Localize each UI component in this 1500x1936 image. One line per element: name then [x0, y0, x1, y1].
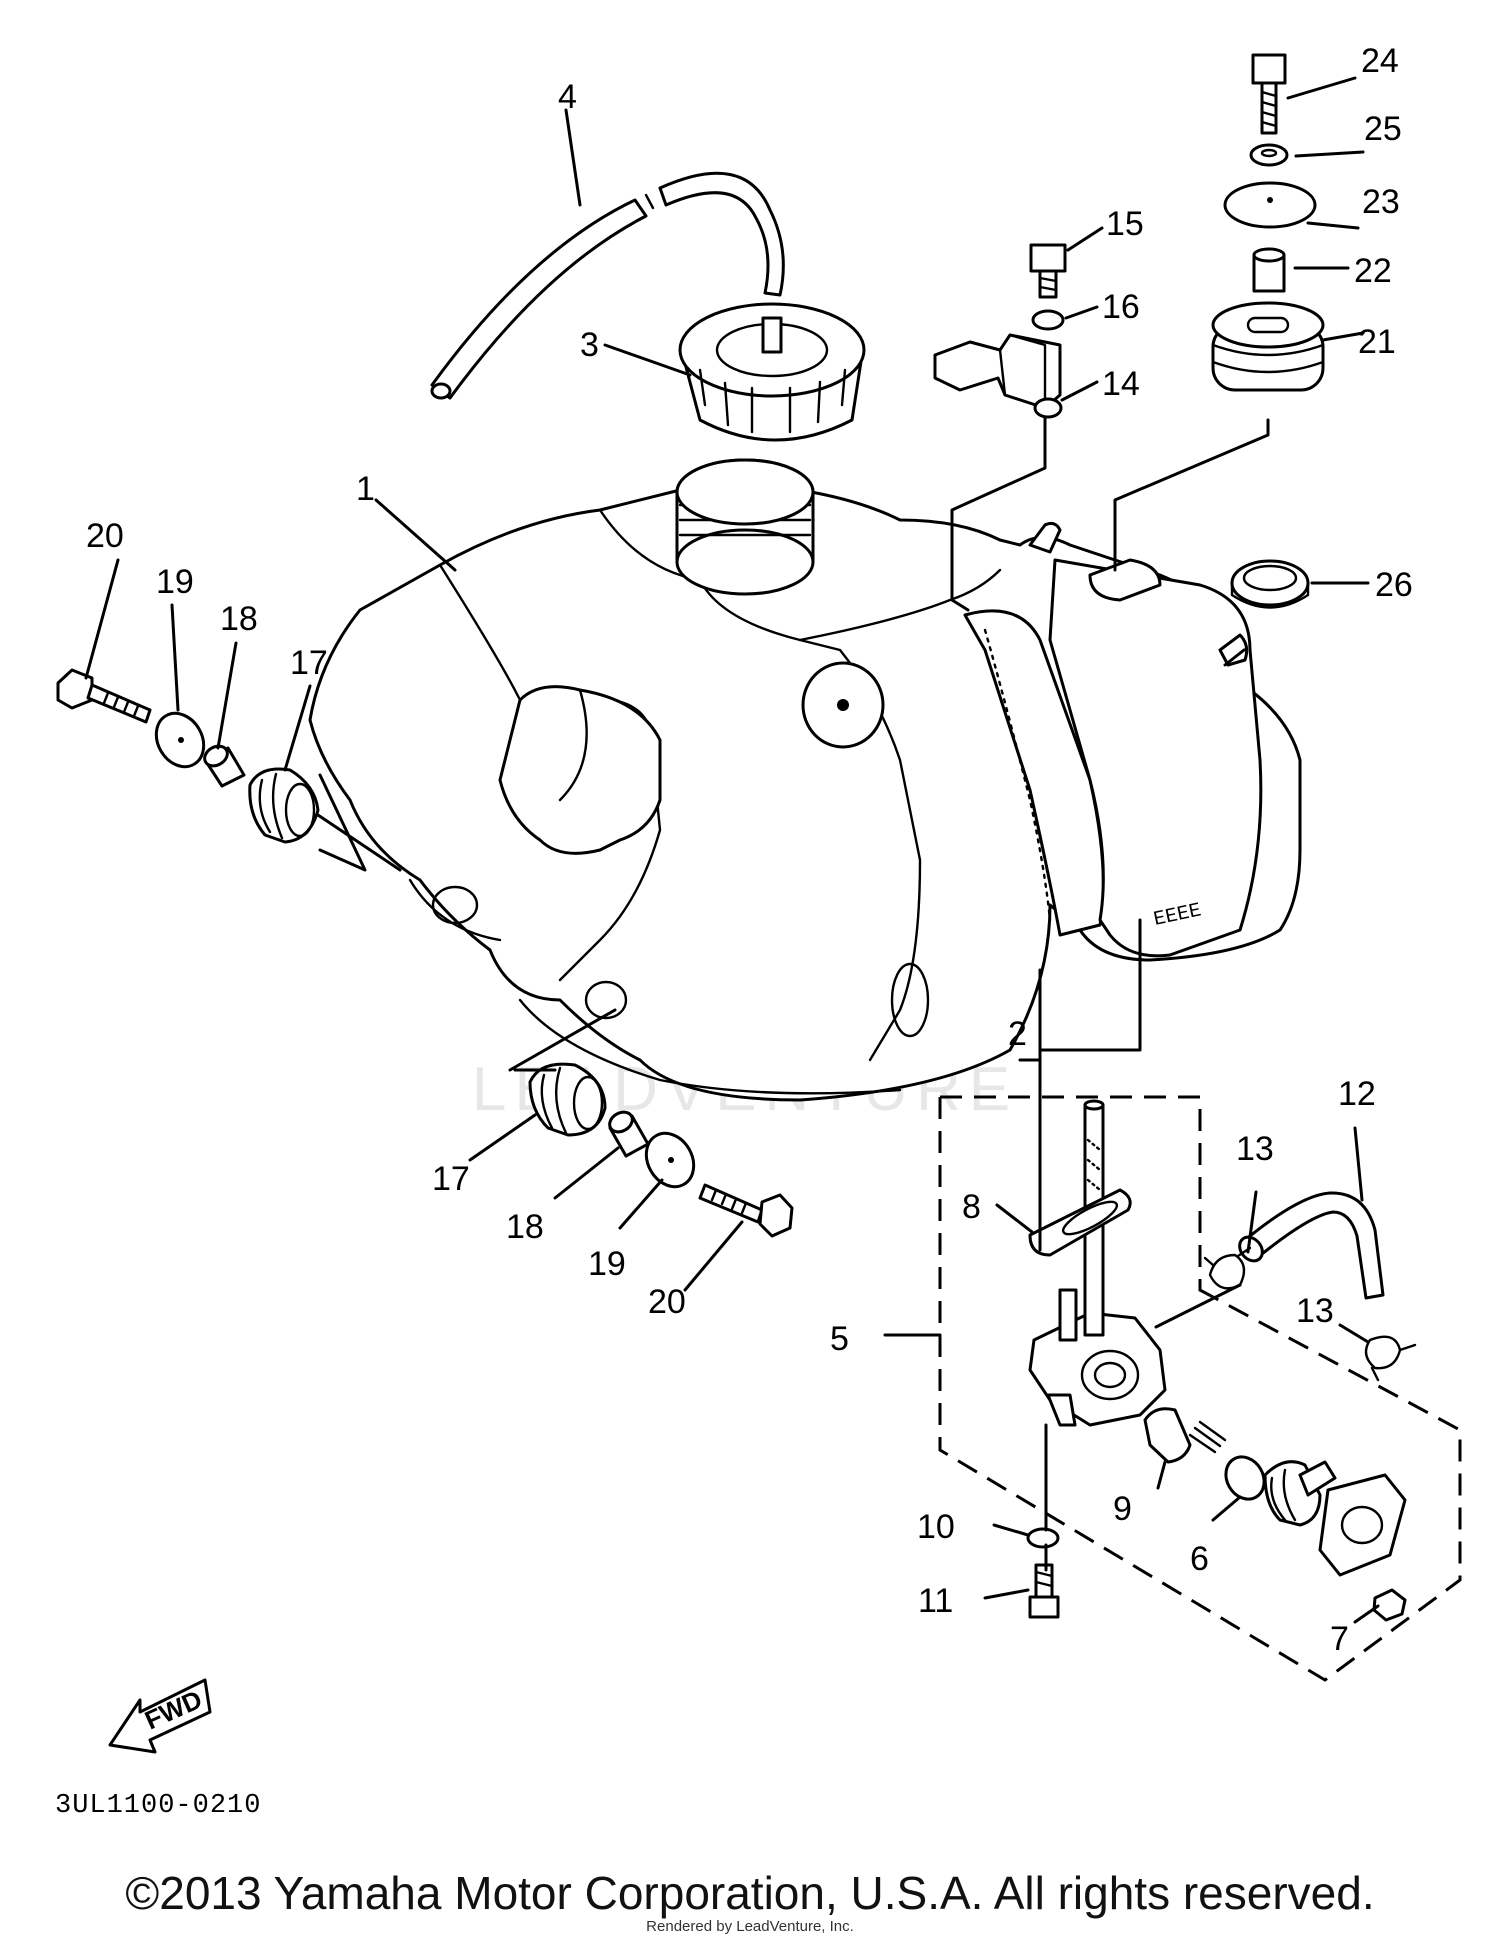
damper-17-lower — [528, 1062, 607, 1137]
washer-16 — [1031, 309, 1065, 331]
lever-body-9 — [1143, 1407, 1227, 1464]
callout-20-upper: 20 — [86, 517, 124, 555]
callout-1: 1 — [356, 470, 375, 508]
callout-16: 16 — [1102, 288, 1140, 326]
mount-bolt-24 — [1251, 53, 1287, 135]
callout-19-upper: 19 — [156, 563, 194, 601]
collar-22 — [1252, 247, 1286, 293]
bracket-14 — [933, 333, 1063, 419]
fuel-tank-cap — [678, 302, 866, 442]
callout-18-upper: 18 — [220, 600, 258, 638]
callout-9: 9 — [1113, 1490, 1132, 1528]
callout-2: 2 — [1008, 1015, 1027, 1053]
washer-10 — [1026, 1527, 1060, 1549]
o-ring-6 — [1224, 1455, 1266, 1501]
callout-20-lower: 20 — [648, 1283, 686, 1321]
callout-7: 7 — [1330, 1620, 1349, 1658]
callout-19-lower: 19 — [588, 1245, 626, 1283]
callout-13-upper: 13 — [1236, 1130, 1274, 1168]
fuel-tank: EEEE — [308, 458, 1302, 1102]
callout-5: 5 — [830, 1320, 849, 1358]
callout-10: 10 — [917, 1508, 955, 1546]
callout-22: 22 — [1354, 252, 1392, 290]
damper-21 — [1211, 301, 1325, 392]
callout-21: 21 — [1358, 323, 1396, 361]
callout-3: 3 — [580, 326, 599, 364]
callout-8: 8 — [962, 1188, 981, 1226]
callout-14: 14 — [1102, 365, 1140, 403]
callout-17-lower: 17 — [432, 1160, 470, 1198]
fuel-breather-hose — [430, 171, 785, 400]
damper-17-upper — [248, 767, 320, 844]
grommet-26 — [1230, 559, 1310, 609]
bolt-15 — [1029, 243, 1067, 299]
hose-clip-13-lower — [1364, 1335, 1417, 1382]
fuel-cock-body — [1028, 1099, 1167, 1427]
callout-13-lower: 13 — [1296, 1292, 1334, 1330]
copyright-notice: ©2013 Yamaha Motor Corporation, U.S.A. A… — [125, 1867, 1375, 1919]
callout-25: 25 — [1364, 110, 1402, 148]
leader-lines — [84, 76, 1380, 1624]
bolt-11 — [1028, 1563, 1060, 1619]
callout-15: 15 — [1106, 205, 1144, 243]
collar-18-upper — [203, 744, 246, 788]
bolt-20-upper — [56, 668, 152, 724]
callout-4: 4 — [558, 78, 577, 116]
callout-18-lower: 18 — [506, 1208, 544, 1246]
bolt-20-lower — [698, 1183, 794, 1238]
callout-23: 23 — [1362, 183, 1400, 221]
callout-24: 24 — [1361, 42, 1399, 80]
gasket-8 — [1028, 1188, 1132, 1257]
rendered-by-notice: Rendered by LeadVenture, Inc. — [646, 1918, 854, 1935]
collar-plate-23 — [1223, 181, 1317, 229]
fuel-hose-12 — [1238, 1191, 1385, 1300]
lever-cover — [1263, 1460, 1407, 1577]
callout-17-upper: 17 — [290, 644, 328, 682]
washer-25 — [1249, 143, 1289, 167]
diagram-code: 3UL1100-0210 — [55, 1791, 261, 1821]
washer-19-upper — [154, 711, 206, 769]
callout-labels: 4 3 1 2 24 25 23 22 21 15 16 14 26 20 19… — [86, 42, 1413, 1658]
callout-12: 12 — [1338, 1075, 1376, 1113]
washer-19-lower — [644, 1131, 696, 1189]
callout-11: 11 — [918, 1582, 953, 1620]
forward-arrow-icon: FWD — [108, 1678, 212, 1754]
callout-26: 26 — [1375, 566, 1413, 604]
callout-6: 6 — [1190, 1540, 1209, 1578]
fuel-cock-assembly-box — [938, 1095, 1462, 1682]
